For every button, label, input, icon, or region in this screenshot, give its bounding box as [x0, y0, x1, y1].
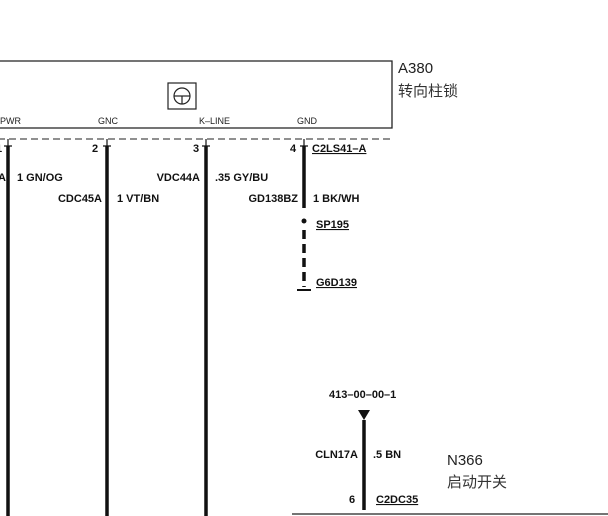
connector-stubs: [4, 139, 308, 147]
wire2-color: 1 VT/BN: [117, 193, 159, 205]
wire3-circuit: VDC44A: [157, 172, 200, 184]
wire4-color: 1 BK/WH: [313, 193, 360, 205]
wire4-circuit: GD138BZ: [248, 193, 298, 205]
pin-label-pwr: PWR: [0, 116, 21, 126]
splice-dot: [301, 218, 307, 224]
pin-number-1: 1: [0, 143, 2, 155]
pin-number-3: 3: [193, 143, 199, 155]
splice-label: SP195: [316, 219, 349, 231]
connector-a: C2LS41–A: [312, 143, 366, 155]
wire3-color: .35 GY/BU: [215, 172, 268, 184]
lock-symbol-icon: [167, 82, 197, 110]
module-a-name: 转向柱锁: [398, 82, 458, 100]
pin-number-4: 4: [290, 143, 297, 155]
ground-point-label: G6D139: [316, 277, 357, 289]
steering-lock-module-box: [0, 60, 393, 129]
module-n-name: 启动开关: [447, 473, 507, 491]
module-n-code: N366: [447, 452, 483, 469]
module-n-pin: 6: [349, 494, 355, 506]
wire1-color: 1 GN/OG: [17, 172, 63, 184]
arrow-down-icon: [358, 410, 370, 420]
pin-number-2: 2: [92, 143, 98, 155]
module-a-code: A380: [398, 60, 433, 77]
module-n-ref: 413–00–00–1: [329, 389, 396, 401]
module-n-connector: C2DC35: [376, 494, 418, 506]
pin-label-gnd: GND: [297, 116, 318, 126]
pin-label-gnc: GNC: [98, 116, 119, 126]
wire2-circuit: CDC45A: [58, 193, 102, 205]
module-n-circuit: CLN17A: [315, 449, 358, 461]
module-n-color: .5 BN: [373, 449, 401, 461]
pin-label-kline: K–LINE: [199, 116, 230, 126]
wire1-circuit: A: [0, 172, 6, 184]
